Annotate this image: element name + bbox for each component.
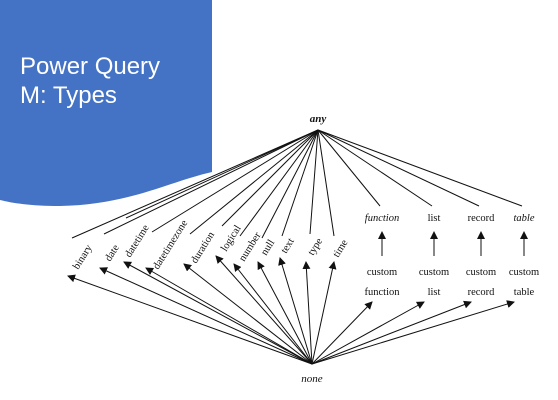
- edge-any-text: [281, 129, 319, 237]
- arrow-none-null: [257, 261, 313, 365]
- arrow-none-custom-list: [311, 301, 425, 365]
- slide-title: Power Query M: Types: [20, 52, 160, 110]
- arrow-none-date: [99, 267, 313, 365]
- arrow-none-binary: [67, 274, 313, 365]
- type-node-any: any: [310, 113, 327, 125]
- type-node-none: none: [301, 373, 323, 385]
- edge-any-table: [317, 129, 523, 207]
- arrow-none-datetimezone: [145, 267, 313, 365]
- edge-any-function: [317, 129, 381, 207]
- edge-any-duration: [189, 129, 319, 235]
- edge-any-type: [309, 129, 319, 235]
- edge-any-date: [103, 129, 319, 235]
- type-node-logical: logical: [219, 223, 244, 253]
- type-node-table: table: [514, 213, 535, 224]
- arrow-none-time: [311, 261, 337, 365]
- type-node-null: null: [259, 238, 277, 258]
- type-node-function: function: [365, 213, 399, 224]
- type-node-time: time: [331, 238, 350, 260]
- arrow-none-text: [278, 257, 313, 365]
- edge-any-logical: [221, 129, 319, 227]
- arrow-none-number: [233, 263, 313, 365]
- edge-any-datetimezone: [151, 129, 319, 233]
- type-node-list: list: [428, 213, 441, 224]
- type-node-type: type: [306, 236, 325, 257]
- slide-title-line2: M: Types: [20, 82, 117, 109]
- type-node-duration: duration: [189, 229, 217, 265]
- edge-any-null: [261, 129, 319, 239]
- edge-any-record: [317, 129, 480, 207]
- arrow-none-datetime: [123, 261, 313, 365]
- type-node-text: text: [279, 236, 297, 255]
- type-node-date: date: [103, 243, 122, 264]
- type-node-datetime: datetime: [123, 223, 152, 260]
- arrow-none-custom-record: [311, 300, 472, 365]
- edge-any-number: [239, 129, 319, 237]
- edge-any-list: [317, 129, 433, 207]
- slide-title-line1: Power Query: [20, 53, 161, 80]
- arrow-none-logical: [215, 255, 313, 365]
- arrow-none-custom-table: [311, 300, 515, 365]
- arrow-none-duration: [183, 263, 313, 365]
- type-node-datetimezone: datetimezone: [151, 218, 190, 272]
- type-node-binary: binary: [71, 242, 95, 271]
- title-banner-shape: [0, 0, 212, 206]
- edge-any-binary: [71, 129, 319, 239]
- edge-any-datetime: [125, 129, 319, 219]
- type-node-record: record: [468, 213, 496, 224]
- arrow-none-type: [302, 261, 313, 365]
- edge-any-time: [317, 129, 335, 237]
- arrow-none-custom-function: [311, 301, 373, 365]
